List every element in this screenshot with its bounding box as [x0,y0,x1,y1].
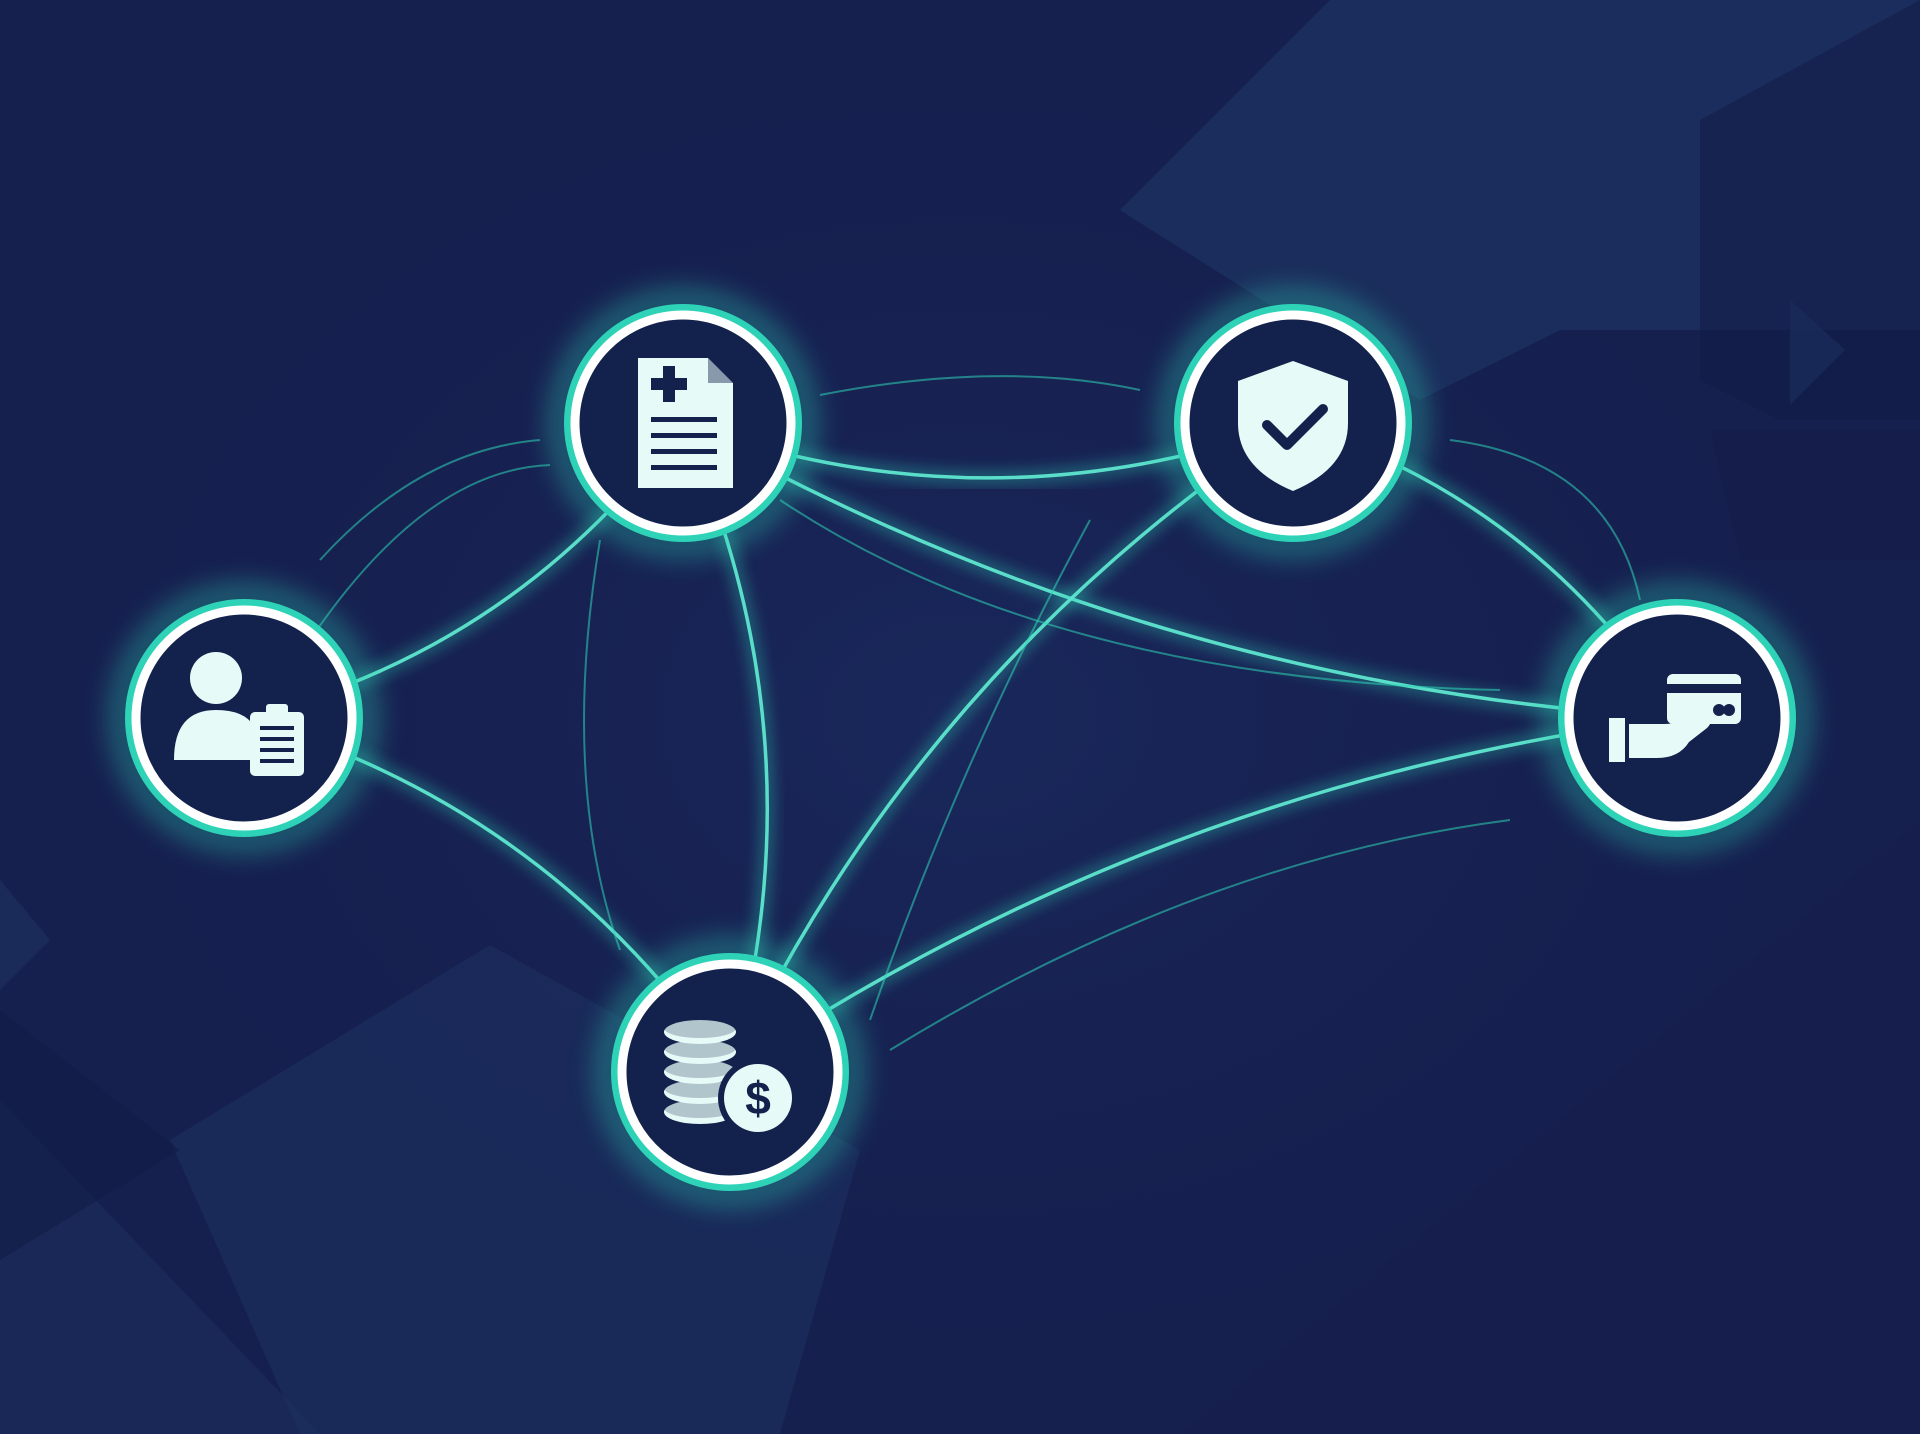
diagram-nodes: $ [113,292,1808,1203]
node-glow [552,292,814,554]
user-clipboard-icon [174,652,304,776]
connection-line [729,716,1678,1074]
node-revenue: $ [599,941,861,1203]
connection-line [682,421,1678,720]
connection-strand [779,499,1501,691]
node-medical-record [552,292,814,554]
bg-panel-bottom-right [1180,820,1920,1434]
bg-panel-right-lower [1710,430,1920,560]
node-glow [1162,292,1424,554]
bg-triangle-right [1790,300,1845,405]
bg-panel-right-dark [1700,0,1920,420]
node-glow [113,587,375,849]
shield-check-icon [1238,361,1348,491]
bg-panel-bottom-left [0,900,320,1434]
node-patient-intake [113,587,375,849]
connection-strand [319,439,541,561]
connection-medical-record-to-card-payment [679,416,1678,725]
bg-triangle-left [0,880,50,990]
hand-card-icon [1609,674,1741,762]
node-glow [1546,587,1808,849]
connection-revenue-to-card-payment [726,711,1678,1078]
bg-panel-left-dark [0,1010,180,1260]
coins-dollar-icon: $ [664,1018,798,1138]
node-glow [599,941,861,1203]
connection-strand [869,519,1091,1021]
connection-strand [889,819,1511,1051]
connection-strand [299,464,551,656]
medical-document-icon [638,358,733,488]
connection-strand [819,375,1141,396]
node-card-payment [1546,587,1808,849]
connection-strand [1449,439,1641,601]
connection-strand [583,539,621,951]
dollar-sign-glyph: $ [745,1072,771,1124]
node-insurance [1162,292,1424,554]
